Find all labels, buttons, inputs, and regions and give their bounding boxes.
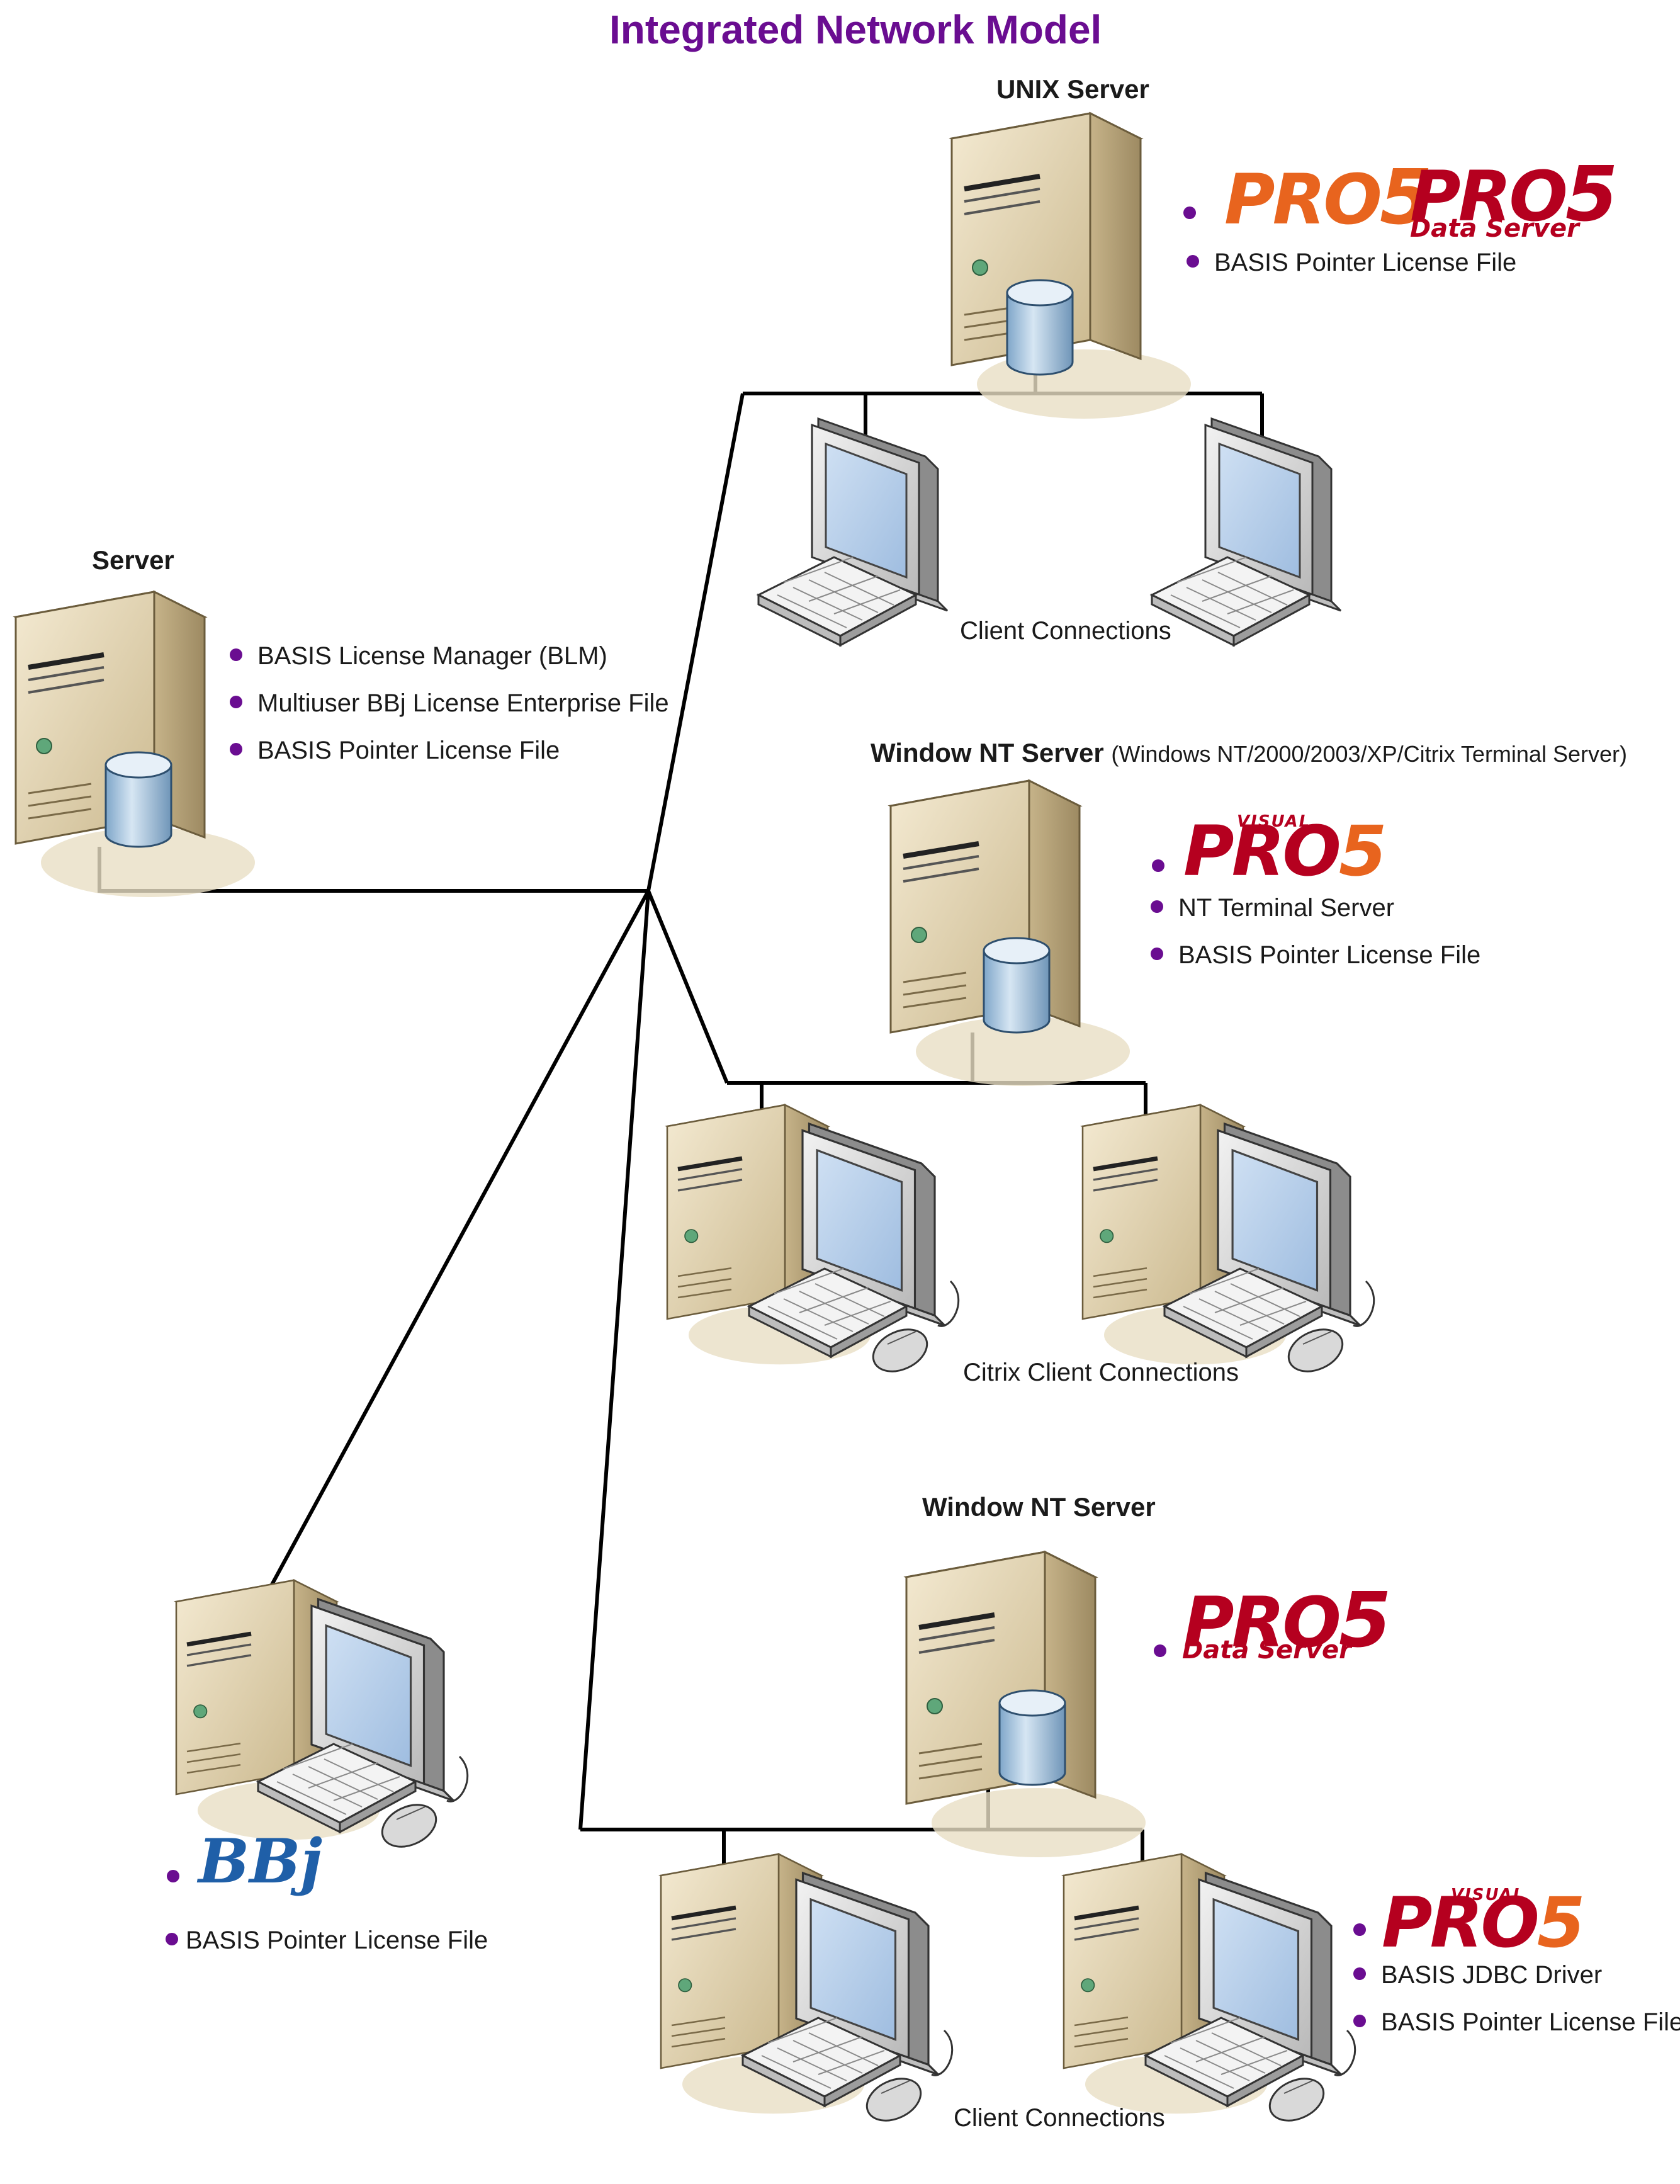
bbj-workstation bbox=[176, 1580, 468, 1855]
nt-server-2-label: Window NT Server bbox=[922, 1492, 1156, 1522]
bullet-icon bbox=[1151, 948, 1163, 961]
pro5-logo-number: 5 bbox=[1565, 151, 1618, 239]
pro5-logo-number: 5 bbox=[1338, 1577, 1391, 1665]
visual-client-item-0: BASIS JDBC Driver bbox=[1353, 1961, 1602, 1989]
nt-server-1-title: Window NT Server bbox=[871, 738, 1104, 767]
unix-client-1 bbox=[757, 417, 949, 647]
data-server-label: Data Server bbox=[1182, 1636, 1351, 1665]
bbj-item-0: BASIS Pointer License File bbox=[166, 1927, 488, 1955]
pro5-logo-text: PRO bbox=[1224, 159, 1382, 240]
bullet-icon bbox=[1353, 1967, 1366, 1981]
bullet-icon bbox=[230, 743, 242, 756]
citrix-client-2 bbox=[1083, 1105, 1374, 1379]
tower-server-icon bbox=[16, 592, 255, 897]
pro5-logo-text: PRO bbox=[1410, 156, 1568, 237]
bullet-icon bbox=[1154, 1644, 1166, 1657]
bullet-icon bbox=[1187, 255, 1199, 268]
desktop-workstation-icon bbox=[1064, 1854, 1355, 2129]
pro5-data-server-logo: PRO5 bbox=[1410, 151, 1618, 239]
item-text: BASIS License Manager (BLM) bbox=[257, 642, 607, 670]
server-item-0: BASIS License Manager (BLM) bbox=[230, 642, 607, 670]
citrix-clients-caption: Citrix Client Connections bbox=[963, 1359, 1239, 1386]
pro5-logo: PRO5 bbox=[1224, 154, 1432, 242]
item-text: BASIS Pointer License File bbox=[186, 1927, 488, 1954]
bullet-icon bbox=[1353, 1923, 1366, 1936]
nt-data-server bbox=[906, 1552, 1146, 1857]
item-text: BASIS Pointer License File bbox=[1381, 2008, 1680, 2036]
bullet-icon bbox=[230, 648, 242, 662]
nt-server-1-label: Window NT Server (Windows NT/2000/2003/X… bbox=[871, 738, 1627, 768]
unix-item-0: BASIS Pointer License File bbox=[1187, 249, 1516, 277]
license-server bbox=[16, 592, 255, 897]
nt-server-1-subtitle: (Windows NT/2000/2003/XP/Citrix Terminal… bbox=[1111, 741, 1627, 767]
item-text: BASIS Pointer License File bbox=[257, 737, 560, 764]
visual-label: VISUAL bbox=[1237, 812, 1311, 831]
item-text: BASIS JDBC Driver bbox=[1381, 1961, 1603, 1989]
visual-client-item-1: BASIS Pointer License File bbox=[1353, 2008, 1680, 2037]
bullet-icon bbox=[1183, 207, 1196, 219]
database-cylinder-icon bbox=[1006, 279, 1074, 376]
database-cylinder-icon bbox=[983, 937, 1051, 1034]
visual-label: VISUAL bbox=[1451, 1886, 1525, 1904]
bullet-icon bbox=[167, 1870, 179, 1882]
nt1-item-1: BASIS Pointer License File bbox=[1151, 941, 1480, 970]
pro5-logo-number: 5 bbox=[1338, 811, 1387, 891]
item-text: NT Terminal Server bbox=[1178, 894, 1395, 922]
database-cylinder-icon bbox=[104, 751, 172, 848]
visual-pro5-logo: PRO5 bbox=[1183, 811, 1387, 891]
bullet-icon bbox=[230, 696, 242, 709]
citrix-client-1 bbox=[667, 1105, 959, 1379]
database-cylinder-icon bbox=[998, 1689, 1066, 1786]
pro5-logo-text: PRO bbox=[1183, 811, 1341, 891]
nt2-client-1 bbox=[661, 1854, 952, 2129]
nt1-item-0: NT Terminal Server bbox=[1151, 894, 1394, 922]
bullet-icon bbox=[1152, 859, 1164, 872]
bullet-icon bbox=[1353, 2015, 1366, 2028]
desktop-workstation-icon bbox=[176, 1580, 468, 1855]
pro5-logo-number: 5 bbox=[1536, 1882, 1586, 1963]
server-item-2: BASIS Pointer License File bbox=[230, 737, 560, 765]
item-text: BASIS Pointer License File bbox=[1214, 249, 1517, 276]
bullet-icon bbox=[166, 1933, 178, 1946]
unix-server-label: UNIX Server bbox=[996, 74, 1149, 104]
server-item-1: Multiuser BBj License Enterprise File bbox=[230, 689, 669, 718]
data-server-label: Data Server bbox=[1410, 214, 1579, 243]
pro5-data-server-logo: PRO5 bbox=[1183, 1577, 1391, 1665]
bullet-icon bbox=[1151, 900, 1163, 914]
pro5-logo-text: PRO bbox=[1183, 1582, 1341, 1663]
bbj-logo: BBj bbox=[198, 1826, 323, 1897]
unix-server bbox=[952, 113, 1191, 419]
item-text: Multiuser BBj License Enterprise File bbox=[257, 689, 669, 717]
tower-server-icon bbox=[891, 781, 1130, 1086]
desktop-workstation-icon bbox=[661, 1854, 952, 2129]
unix-clients-caption: Client Connections bbox=[960, 617, 1171, 645]
tower-server-icon bbox=[952, 113, 1191, 419]
desktop-workstation-icon bbox=[667, 1105, 959, 1379]
unix-client-2 bbox=[1151, 417, 1342, 647]
nt2-client-2 bbox=[1064, 1854, 1355, 2129]
desktop-workstation-icon bbox=[1083, 1105, 1374, 1379]
page-title: Integrated Network Model bbox=[609, 7, 1102, 52]
item-text: BASIS Pointer License File bbox=[1178, 941, 1481, 969]
nt-terminal-server bbox=[891, 781, 1130, 1086]
pro5-logo-text: PRO bbox=[1382, 1882, 1540, 1963]
server-label: Server bbox=[92, 545, 174, 575]
pro5-logo-number: 5 bbox=[1379, 154, 1432, 242]
visual-pro5-logo: PRO5 bbox=[1382, 1882, 1586, 1963]
nt2-clients-caption: Client Connections bbox=[954, 2104, 1165, 2132]
